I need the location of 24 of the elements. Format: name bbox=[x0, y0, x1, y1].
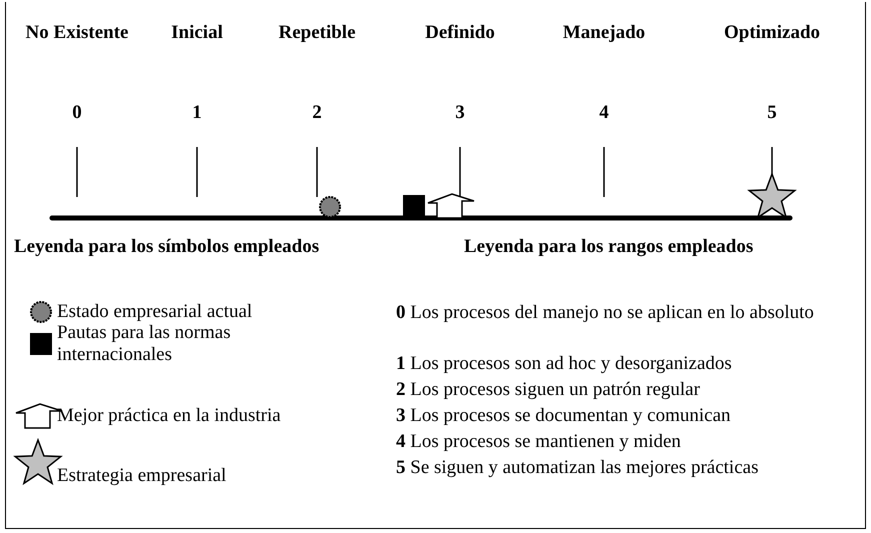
level-name: Inicial bbox=[170, 21, 224, 44]
range-description: 1 Los procesos son ad hoc y desorganizados bbox=[395, 352, 733, 376]
range-description: 2 Los procesos siguen un patrón regular bbox=[395, 378, 701, 402]
level-number: 3 bbox=[454, 102, 466, 124]
level-number: 1 bbox=[191, 102, 203, 124]
level-number: 0 bbox=[71, 102, 83, 124]
range-description: 5 Se siguen y automatizan las mejores prácticas bbox=[395, 456, 760, 480]
level-name: Manejado bbox=[562, 21, 646, 44]
legend-heading: Leyenda para los rangos empleados bbox=[464, 236, 754, 258]
legend-text: Estrategia empresarial bbox=[57, 465, 228, 487]
range-description: 4 Los procesos se mantienen y miden bbox=[395, 430, 682, 454]
legend-text: Mejor práctica en la industria bbox=[57, 405, 282, 427]
level-number: 5 bbox=[766, 102, 778, 124]
range-description: 3 Los procesos se documentan y comunican bbox=[395, 404, 732, 428]
level-name: No Existente bbox=[24, 21, 130, 44]
legend-heading: Leyenda para los símbolos empleados bbox=[14, 236, 320, 258]
legend-text: Estado empresarial actual bbox=[57, 301, 254, 323]
level-name: Repetible bbox=[277, 21, 357, 44]
level-number: 2 bbox=[311, 102, 323, 124]
range-description: 0 Los procesos del manejo no se aplican en lo absoluto bbox=[395, 301, 815, 325]
level-name: Optimizado bbox=[722, 21, 822, 44]
legend-text: Pautas para las normas internacionales bbox=[57, 322, 232, 366]
level-number: 4 bbox=[598, 102, 610, 124]
level-name: Definido bbox=[424, 21, 496, 44]
